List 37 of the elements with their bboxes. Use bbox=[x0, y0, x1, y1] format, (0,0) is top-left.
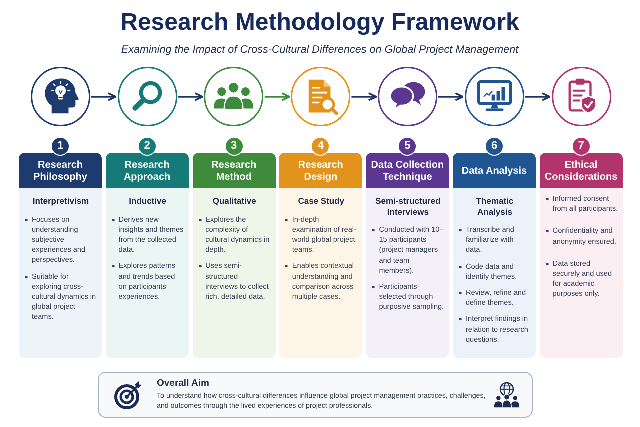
arrow bbox=[438, 92, 464, 102]
card-subtitle: Inductive bbox=[128, 196, 168, 206]
arrow bbox=[525, 92, 551, 102]
monitor-bar-chart-icon bbox=[464, 67, 524, 127]
document-magnifier-icon bbox=[291, 67, 351, 127]
aim-heading: Overall Aim bbox=[157, 378, 210, 389]
card-subtitle: Semi-structured Interviews bbox=[374, 196, 442, 217]
step-number: 7 bbox=[572, 137, 591, 156]
card-header: Ethical Considerations bbox=[540, 153, 623, 188]
step-number: 1 bbox=[51, 137, 70, 156]
card-header: Research Design bbox=[279, 153, 362, 188]
card-subtitle: Interpretivism bbox=[32, 196, 90, 206]
clipboard-shield-icon bbox=[552, 67, 612, 127]
people-group-icon bbox=[204, 67, 264, 127]
step-number: 4 bbox=[311, 137, 330, 156]
arrow bbox=[178, 92, 204, 102]
subtitle: Examining the Impact of Cross-Cultural Differences on Global Project Management bbox=[121, 44, 519, 57]
step-number: 5 bbox=[398, 137, 418, 156]
card-header: Data Collection Technique bbox=[366, 153, 450, 188]
step-number: 6 bbox=[485, 137, 504, 156]
arrow bbox=[91, 92, 117, 102]
card-subtitle: Thematic Analysis bbox=[475, 196, 515, 217]
card-header: Research Philosophy bbox=[19, 153, 102, 188]
arrow bbox=[264, 92, 290, 102]
card-header: Research Method bbox=[192, 153, 276, 188]
card-header: Data Analysis bbox=[453, 153, 536, 188]
card-subtitle: Qualitative bbox=[212, 196, 258, 206]
title: Research Methodology Framework bbox=[120, 9, 520, 37]
head-lightbulb-icon bbox=[30, 67, 90, 127]
aim-panel bbox=[98, 372, 533, 418]
arrow bbox=[352, 92, 378, 102]
step-number: 3 bbox=[224, 137, 244, 156]
card-header: Research Approach bbox=[106, 153, 189, 188]
search-icon bbox=[118, 67, 178, 127]
step-number: 2 bbox=[138, 137, 157, 156]
card-subtitle: Case Study bbox=[297, 196, 346, 206]
speech-bubbles-icon bbox=[378, 67, 438, 127]
